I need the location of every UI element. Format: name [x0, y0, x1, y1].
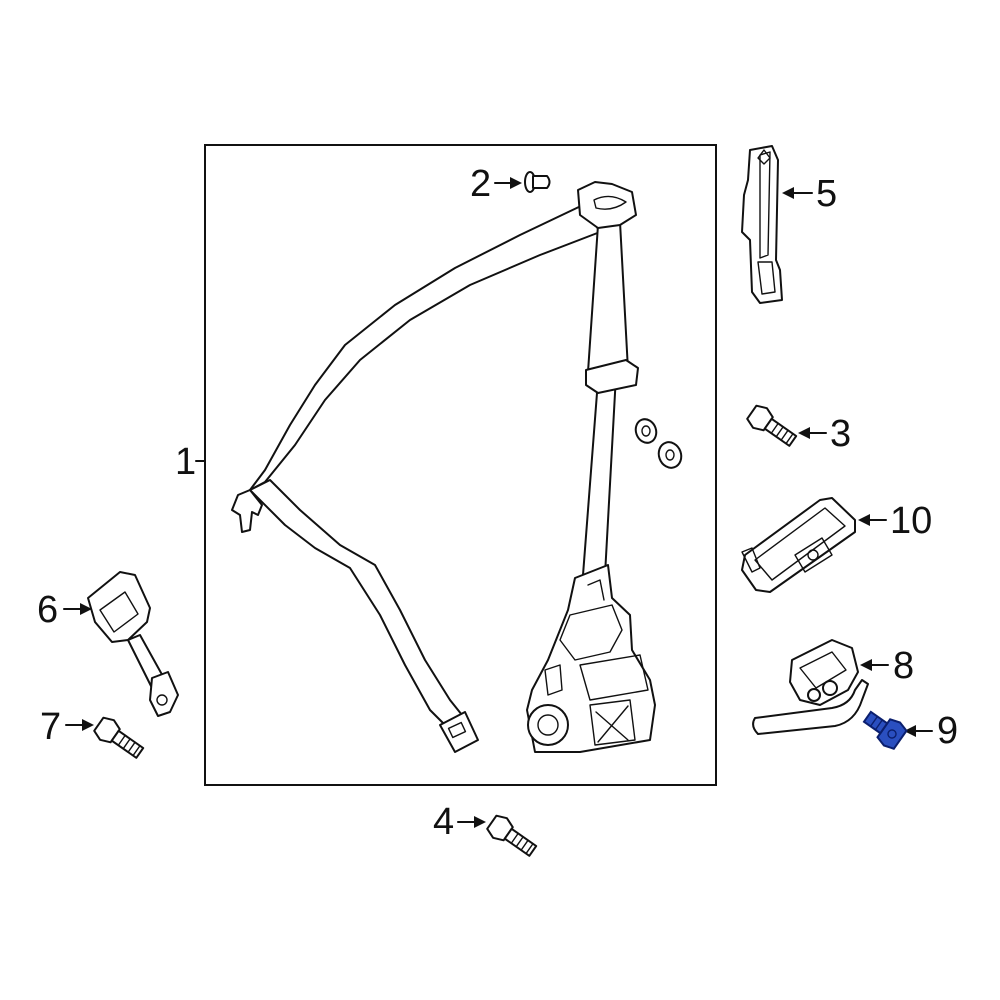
callout-5[interactable]: 5: [741, 145, 837, 304]
bolt-9-highlighted: [862, 710, 908, 750]
callout-8[interactable]: 8: [752, 639, 914, 735]
assembly-frame: [204, 144, 717, 786]
callout-3-arrow: [798, 427, 810, 439]
callout-6-label: 6: [37, 589, 58, 631]
callout-7[interactable]: 7: [40, 706, 147, 763]
callout-5-label: 5: [816, 173, 837, 215]
bolt-4: [486, 814, 538, 857]
belt-loop-guide: [585, 359, 639, 394]
d-ring-guide: [577, 181, 637, 229]
bolt-7: [93, 716, 145, 759]
belt-webbing-upper: [249, 204, 601, 491]
mounting-bracket: [741, 497, 856, 593]
callout-7-arrow: [82, 719, 94, 731]
seat-belt-buckle: [87, 571, 179, 717]
d-ring-slot: [593, 195, 627, 210]
callout-4[interactable]: 4: [433, 801, 540, 861]
retractor: [526, 564, 656, 753]
callout-9-label: 9: [937, 710, 958, 752]
callout-10[interactable]: 10: [741, 497, 932, 593]
callout-10-arrow: [858, 514, 870, 526]
callout-6[interactable]: 6: [37, 571, 179, 717]
callout-2-label: 2: [470, 163, 491, 205]
callout-2[interactable]: 2: [470, 163, 551, 205]
callout-3-label: 3: [830, 413, 851, 455]
callout-8-label: 8: [893, 645, 914, 687]
seat-belt-assembly[interactable]: [231, 181, 656, 753]
callout-5-arrow: [782, 187, 794, 199]
tongue-slot: [447, 721, 467, 739]
anchor-assembly: [752, 639, 869, 735]
belt-webbing-lower: [249, 479, 471, 736]
callout-9[interactable]: 9: [859, 705, 958, 752]
callout-7-label: 7: [40, 706, 61, 748]
pin-fastener: [524, 171, 551, 193]
callout-8-arrow: [860, 659, 872, 671]
trim-bracket: [741, 145, 783, 304]
callout-9-arrow: [904, 725, 916, 737]
callout-3[interactable]: 3: [745, 402, 851, 455]
callout-6-arrow: [80, 603, 92, 615]
callout-1[interactable]: 1: [175, 441, 206, 483]
callout-4-label: 4: [433, 801, 454, 843]
callout-10-label: 10: [890, 500, 932, 542]
callout-4-arrow: [474, 816, 486, 828]
belt-webbing-vertical: [582, 221, 629, 591]
callout-2-arrow: [510, 177, 522, 189]
belt-end-tongue: [439, 711, 479, 753]
belt-anchor-left: [231, 489, 263, 533]
bolt-3: [746, 404, 798, 447]
washers: [634, 418, 683, 469]
callout-1-label: 1: [175, 441, 196, 483]
